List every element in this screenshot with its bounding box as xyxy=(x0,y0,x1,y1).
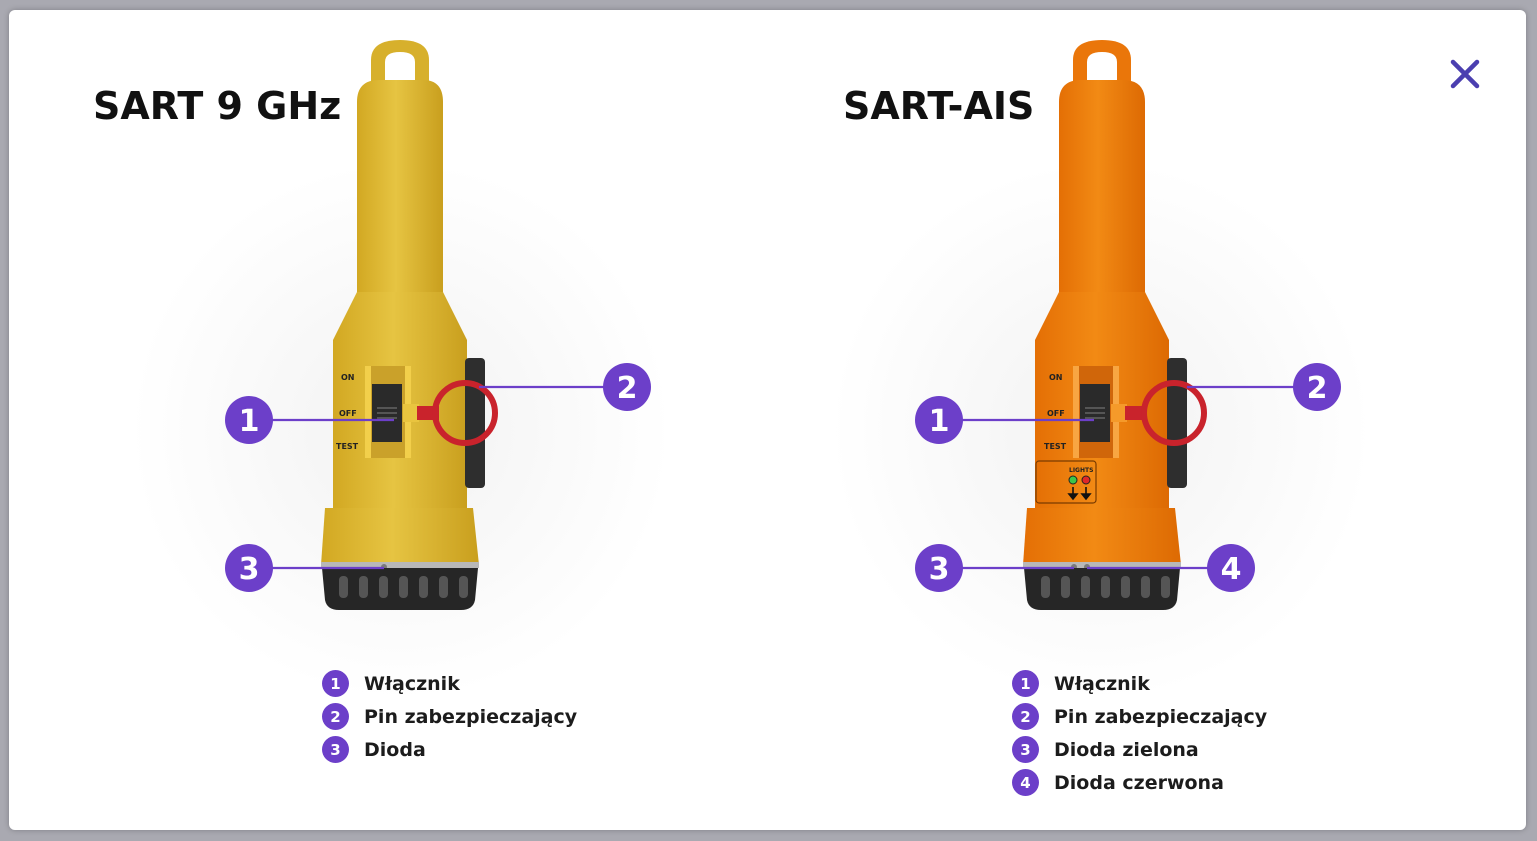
switch-label-on: ON xyxy=(341,373,355,382)
device-diagram: ON OFF TEST xyxy=(131,40,1371,700)
switch-label-on: ON xyxy=(1049,373,1063,382)
legend-label: Włącznik xyxy=(1054,672,1150,695)
marker-2: 2 xyxy=(603,363,651,411)
close-button[interactable] xyxy=(1445,54,1485,94)
legend-item: 2 Pin zabezpieczający xyxy=(322,700,577,733)
legend-item: 4 Dioda czerwona xyxy=(1012,766,1267,799)
sart-ais-device: ON OFF TEST LIGHTS xyxy=(1023,40,1207,610)
marker-1: 1 xyxy=(225,396,273,444)
device-title-sart-9ghz: SART 9 GHz xyxy=(93,84,342,128)
marker-1: 1 xyxy=(915,396,963,444)
legend-label: Dioda czerwona xyxy=(1054,771,1224,794)
svg-text:3: 3 xyxy=(239,552,260,587)
legend-sart-ais: 1 Włącznik 2 Pin zabezpieczający 3 Dioda… xyxy=(1012,667,1267,799)
switch-label-off: OFF xyxy=(1047,409,1065,418)
svg-text:4: 4 xyxy=(1221,552,1242,587)
legend-item: 1 Włącznik xyxy=(322,667,577,700)
legend-item: 1 Włącznik xyxy=(1012,667,1267,700)
close-icon xyxy=(1450,59,1480,89)
legend-badge: 1 xyxy=(322,670,349,697)
svg-text:1: 1 xyxy=(239,404,260,439)
legend-item: 3 Dioda xyxy=(322,733,577,766)
legend-label: Włącznik xyxy=(364,672,460,695)
legend-label: Dioda zielona xyxy=(1054,738,1199,761)
red-led-icon xyxy=(1081,475,1091,485)
lights-label: LIGHTS xyxy=(1069,467,1093,474)
switch-label-test: TEST xyxy=(336,442,359,451)
svg-text:3: 3 xyxy=(929,552,950,587)
svg-text:2: 2 xyxy=(617,371,638,406)
switch-label-off: OFF xyxy=(339,409,357,418)
legend-item: 3 Dioda zielona xyxy=(1012,733,1267,766)
switch-label-test: TEST xyxy=(1044,442,1067,451)
svg-text:2: 2 xyxy=(1307,371,1328,406)
legend-badge: 2 xyxy=(1012,703,1039,730)
svg-text:1: 1 xyxy=(929,404,950,439)
marker-3: 3 xyxy=(915,544,963,592)
legend-sart-9ghz: 1 Włącznik 2 Pin zabezpieczający 3 Dioda xyxy=(322,667,577,766)
marker-2: 2 xyxy=(1293,363,1341,411)
legend-badge: 3 xyxy=(1012,736,1039,763)
legend-label: Pin zabezpieczający xyxy=(364,705,578,728)
legend-badge: 3 xyxy=(322,736,349,763)
device-title-sart-ais: SART-AIS xyxy=(843,84,1035,128)
legend-badge: 2 xyxy=(322,703,349,730)
legend-label: Pin zabezpieczający xyxy=(1054,705,1268,728)
sart-9ghz-device: ON OFF TEST xyxy=(321,40,498,610)
legend-badge: 4 xyxy=(1012,769,1039,796)
legend-label: Dioda xyxy=(364,738,426,761)
marker-4: 4 xyxy=(1207,544,1255,592)
green-led-icon xyxy=(1068,475,1078,485)
legend-badge: 1 xyxy=(1012,670,1039,697)
marker-3: 3 xyxy=(225,544,273,592)
device-info-modal: SART 9 GHz SART-AIS xyxy=(9,10,1526,830)
legend-item: 2 Pin zabezpieczający xyxy=(1012,700,1267,733)
